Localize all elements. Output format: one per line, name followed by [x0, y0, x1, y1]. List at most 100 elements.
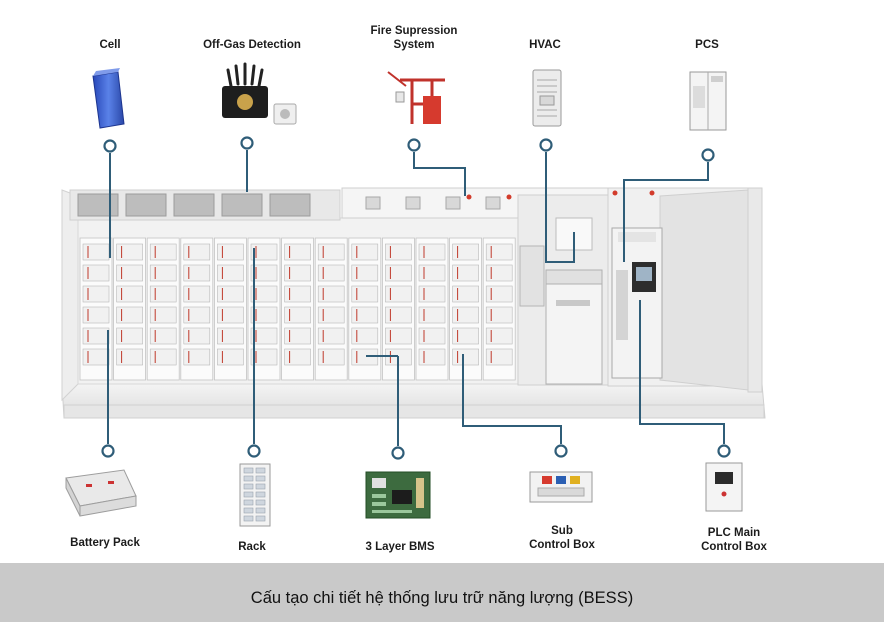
node-sub-control [554, 444, 568, 458]
rack-module [351, 306, 379, 324]
rack-module [351, 285, 379, 303]
connector-nodes [101, 136, 731, 460]
rack-module [385, 327, 412, 345]
rack-slot [243, 483, 254, 490]
rack-module [250, 243, 278, 261]
rack-module [317, 243, 345, 261]
bms-board-icon [365, 471, 431, 519]
rack-module [217, 243, 244, 261]
label-sub-control-box: Sub Control Box [529, 525, 595, 551]
rack-slot [255, 475, 266, 482]
rack-module [317, 348, 345, 366]
rack-module [418, 285, 446, 303]
pcs-unit [611, 227, 663, 379]
rack-module [183, 348, 211, 366]
rack-module [250, 285, 278, 303]
rack-module [284, 327, 311, 345]
node-hvac [539, 138, 553, 152]
label-rack: Rack [238, 541, 266, 553]
rack-slot [243, 491, 254, 498]
label-plc-main-control-box: PLC Main Control Box [701, 527, 767, 553]
rack-module [284, 285, 311, 303]
rack-module [217, 327, 244, 345]
rack-module [183, 264, 211, 282]
rack-module [149, 243, 177, 261]
sub-control-box-icon [529, 471, 593, 503]
fire-suppression-icon [387, 71, 445, 124]
rack-module [418, 306, 446, 324]
rack-module [351, 327, 379, 345]
rack-module [183, 285, 211, 303]
sensor-markers [466, 190, 655, 200]
rack-module [149, 327, 177, 345]
rack-module [183, 243, 211, 261]
rack-module [452, 285, 479, 303]
battery-cell-icon [92, 68, 125, 129]
label-battery-pack: Battery Pack [70, 537, 140, 549]
rack-module [385, 285, 412, 303]
rack-module [452, 264, 479, 282]
battery-rack-icon [239, 463, 271, 527]
label-off-gas-detection: Off-Gas Detection [203, 39, 301, 51]
rack-module [485, 285, 513, 303]
rack-module [452, 306, 479, 324]
rack-module [418, 327, 446, 345]
rack-slot [243, 499, 254, 506]
rack-module [217, 306, 244, 324]
node-off-gas [240, 136, 254, 150]
node-fire [407, 138, 421, 152]
gas-detector-icon [222, 62, 297, 125]
connector-lines [107, 150, 725, 446]
rack-module [485, 264, 513, 282]
rack-module [452, 243, 479, 261]
rack-module [82, 264, 110, 282]
rack-module [82, 285, 110, 303]
rack-module [250, 348, 278, 366]
node-pcs [701, 148, 715, 162]
rack-module [217, 285, 244, 303]
rack-module [284, 264, 311, 282]
battery-racks [79, 237, 516, 381]
rack-module [317, 264, 345, 282]
rack-module [116, 327, 143, 345]
node-rack [247, 444, 261, 458]
label-pcs: PCS [695, 39, 719, 51]
rack-module [385, 306, 412, 324]
rack-module [250, 306, 278, 324]
rack-module [217, 264, 244, 282]
node-plc [717, 444, 731, 458]
rack-module [217, 348, 244, 366]
caption-bar: Cấu tạo chi tiết hệ thống lưu trữ năng l… [0, 563, 884, 622]
rack-module [82, 348, 110, 366]
node-cell [103, 139, 117, 153]
label-hvac: HVAC [529, 39, 561, 51]
rack-module [418, 348, 446, 366]
rack-module [351, 264, 379, 282]
pcs-cabinet-icon [689, 71, 727, 131]
rack-module [284, 243, 311, 261]
rack-module [317, 285, 345, 303]
rack-module [82, 327, 110, 345]
rack-module [82, 243, 110, 261]
rack-module [418, 243, 446, 261]
rack-slot [243, 467, 254, 474]
rack-slot [255, 483, 266, 490]
rack-module [149, 306, 177, 324]
rack-module [485, 306, 513, 324]
hvac-unit-icon [532, 69, 562, 127]
rack-slot [243, 507, 254, 514]
rack-module [149, 264, 177, 282]
rack-module [351, 243, 379, 261]
label-cell: Cell [99, 39, 121, 51]
rack-slot [255, 491, 266, 498]
caption-text: Cấu tạo chi tiết hệ thống lưu trữ năng l… [250, 589, 634, 607]
rack-module [116, 264, 143, 282]
rack-module [183, 327, 211, 345]
rack-module [149, 285, 177, 303]
rack-module [317, 327, 345, 345]
rack-module [149, 348, 177, 366]
rack-module [116, 348, 143, 366]
rack-slot [255, 507, 266, 514]
